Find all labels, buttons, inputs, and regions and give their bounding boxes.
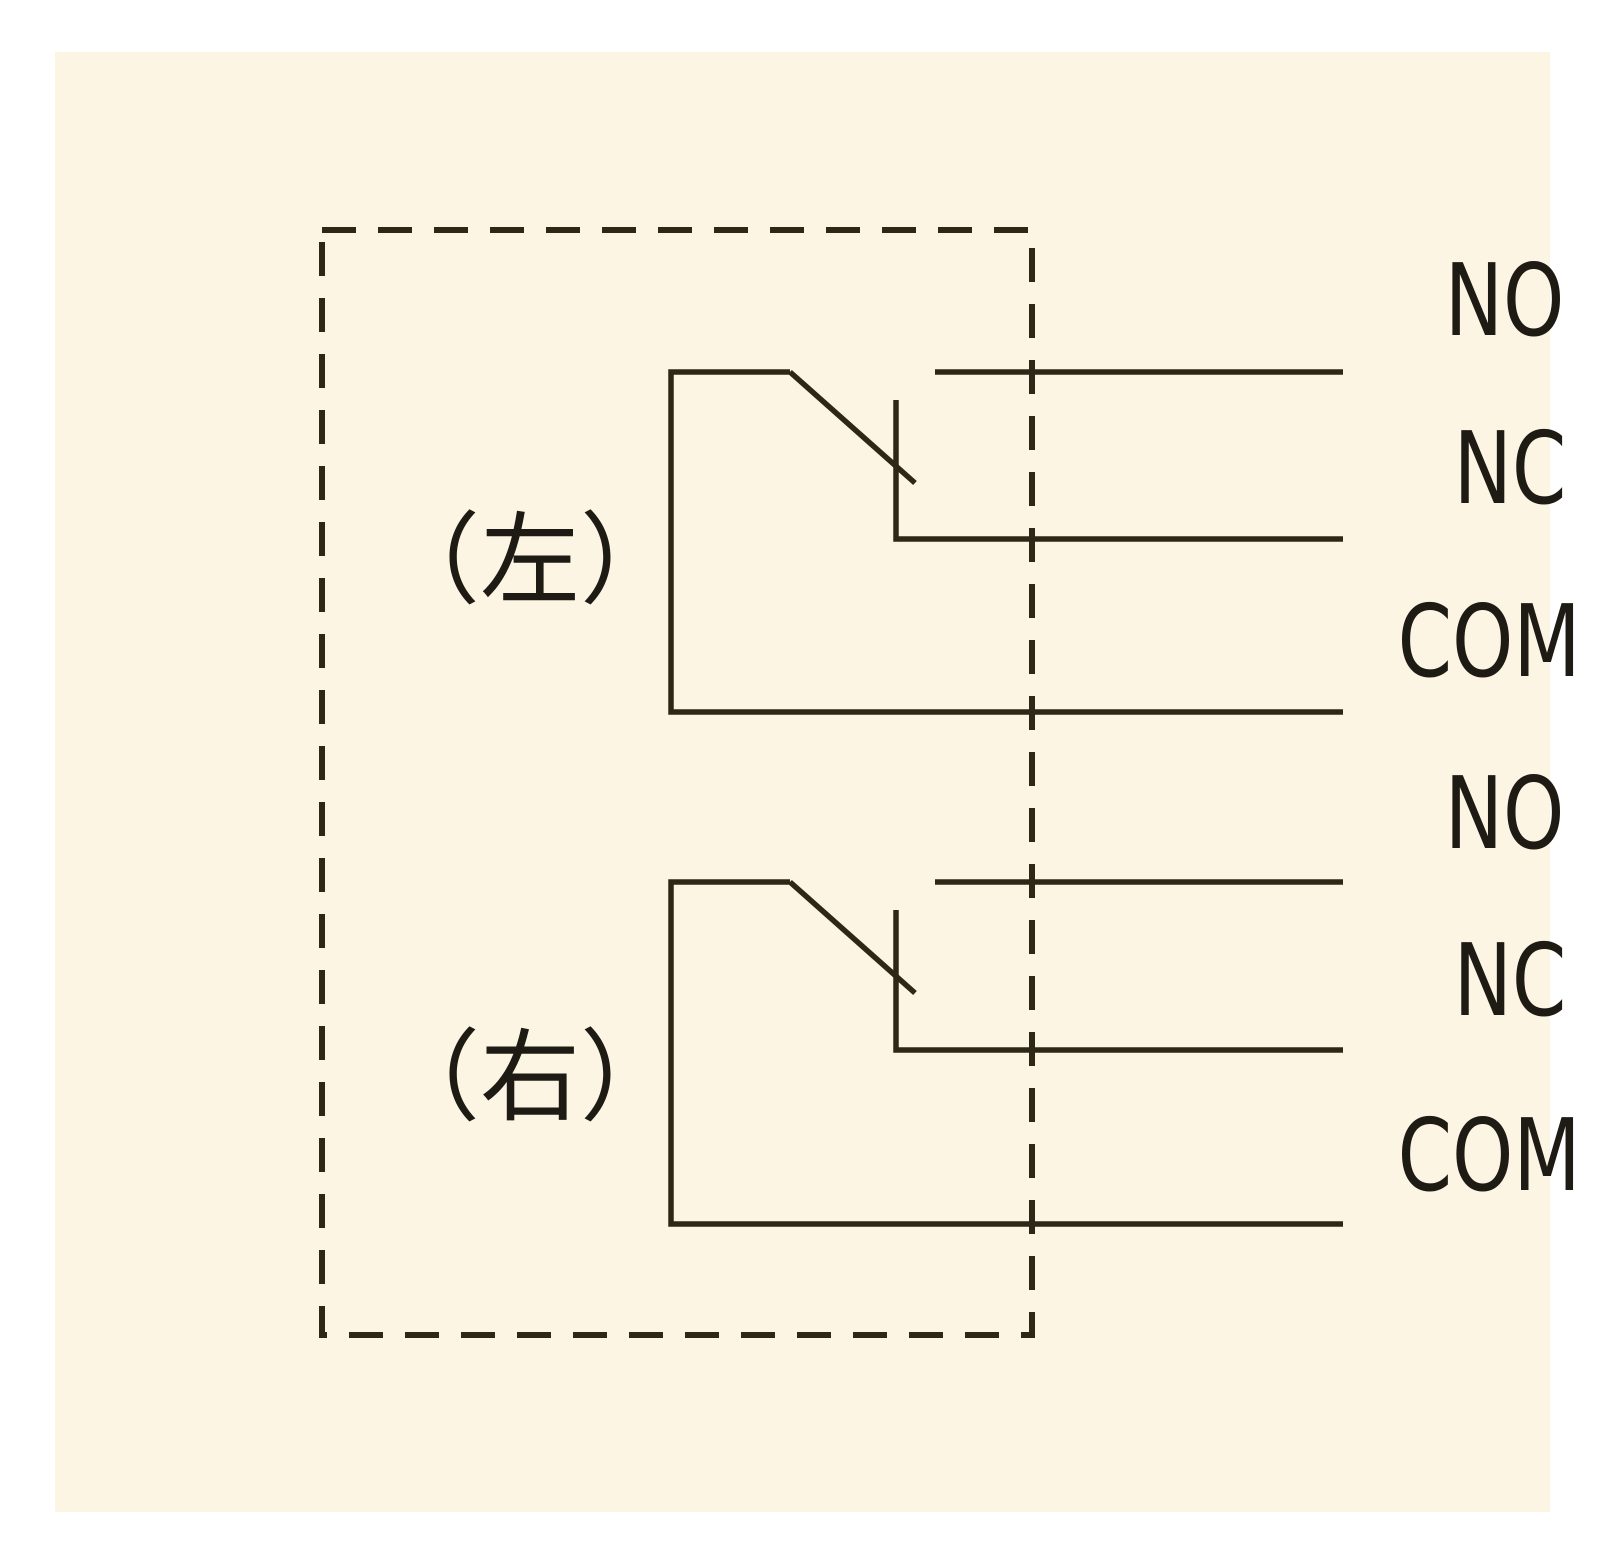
left-nc-label: NC <box>1454 412 1567 528</box>
section-right-label: （右） <box>380 1019 680 1136</box>
left-com-wire <box>668 369 1343 715</box>
left-nc-wire <box>893 400 1343 542</box>
left-no-label: NO <box>1445 244 1565 360</box>
right-no-label: NO <box>1445 757 1565 873</box>
section-left: （左） NO NC COM <box>380 244 1581 715</box>
section-right: （右） NO NC COM <box>380 757 1581 1227</box>
section-left-label: （左） <box>380 502 680 619</box>
left-com-label: COM <box>1398 585 1581 701</box>
relay-housing-dashed-frame <box>319 227 1035 1338</box>
right-com-wire <box>668 879 1343 1227</box>
right-com-label: COM <box>1398 1099 1581 1215</box>
right-switch-arm <box>788 879 917 996</box>
diagram-background <box>55 52 1550 1512</box>
right-nc-wire <box>893 910 1343 1053</box>
left-switch-arm <box>788 369 917 486</box>
right-nc-label: NC <box>1454 924 1567 1040</box>
